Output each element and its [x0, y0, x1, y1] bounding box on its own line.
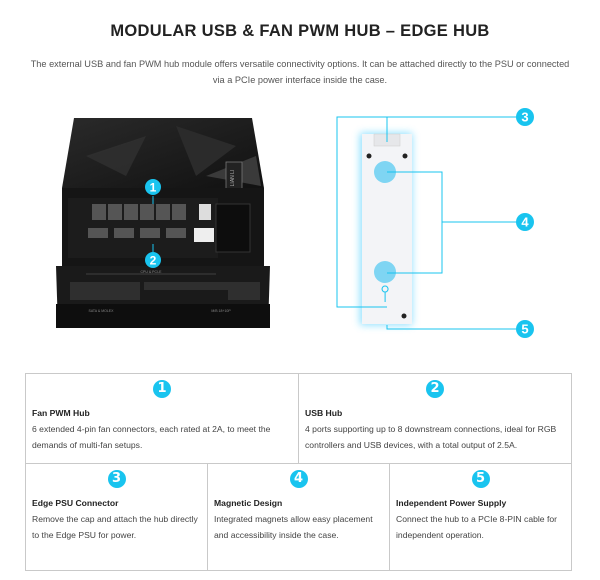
- feature-title: Independent Power Supply: [396, 498, 507, 508]
- number-badge-1: 1: [153, 379, 171, 398]
- feature-text: 6 extended 4-pin fan connectors, each ra…: [32, 424, 271, 450]
- feature-text: Integrated magnets allow easy placement …: [214, 514, 373, 540]
- hub-product-image: 3 4 5: [330, 100, 560, 345]
- number-badge-2: 2: [426, 379, 444, 398]
- number-badge-3: 3: [107, 469, 126, 488]
- feature-usb-hub: 2 USB Hub 4 ports supporting up to 8 dow…: [299, 374, 571, 464]
- feature-edge-psu-connector: 3 Edge PSU Connector Remove the cap and …: [26, 464, 208, 570]
- psu-label-cpu: CPU & PCI-E: [140, 270, 162, 274]
- feature-text: Connect the hub to a PCIe 8-PIN cable fo…: [396, 514, 557, 540]
- feature-grid: 1 Fan PWM Hub 6 extended 4-pin fan conne…: [25, 373, 572, 571]
- callout-5: 5: [521, 322, 528, 337]
- page-title: MODULAR USB & FAN PWM HUB – EDGE HUB: [110, 22, 490, 40]
- callout-1: 1: [150, 181, 157, 195]
- callout-2: 2: [150, 254, 157, 268]
- feature-magnetic-design: 4 Magnetic Design Integrated magnets all…: [208, 464, 390, 570]
- feature-text: Remove the cap and attach the hub direct…: [32, 514, 198, 540]
- feature-title: Edge PSU Connector: [32, 498, 119, 508]
- psu-brand-logo: LIAN LI: [230, 170, 236, 187]
- number-badge-5: 5: [471, 469, 490, 488]
- feature-title: Magnetic Design: [214, 498, 283, 508]
- feature-title: USB Hub: [305, 408, 343, 418]
- number-badge-4: 4: [289, 469, 308, 488]
- psu-label-sata: SATA & MOLEX: [89, 309, 115, 313]
- callout-4: 4: [521, 215, 529, 230]
- callout-3: 3: [521, 110, 528, 125]
- psu-label-mb: M/B 18+10P: [211, 309, 231, 313]
- feature-title: Fan PWM Hub: [32, 408, 90, 418]
- feature-fan-pwm-hub: 1 Fan PWM Hub 6 extended 4-pin fan conne…: [26, 374, 299, 464]
- feature-text: 4 ports supporting up to 8 downstream co…: [305, 424, 557, 450]
- page-description: The external USB and fan PWM hub module …: [30, 59, 570, 85]
- feature-independent-power: 5 Independent Power Supply Connect the h…: [390, 464, 571, 570]
- psu-product-image: LIAN LI CPU & PCI-E SATA & MOLEX M/B 18+…: [56, 116, 270, 328]
